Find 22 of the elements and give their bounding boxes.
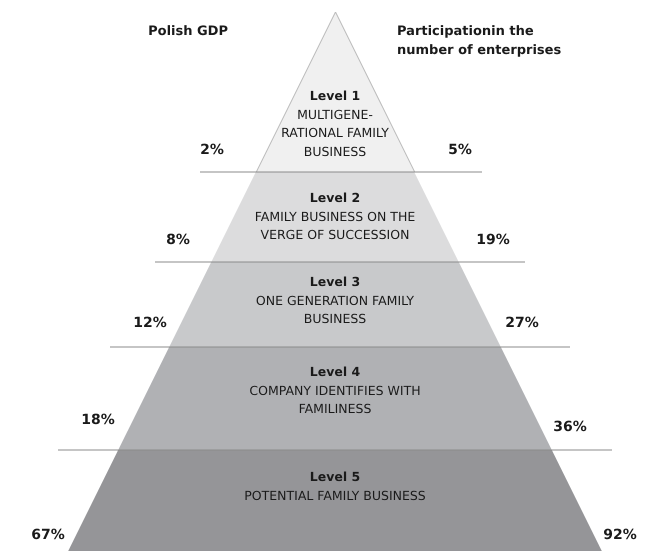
level-heading: Level 3 bbox=[308, 273, 362, 291]
enterprise-share-label: 19% bbox=[476, 232, 510, 248]
gdp-share-label: 18% bbox=[81, 412, 115, 428]
column-header: Polish GDP bbox=[147, 23, 228, 41]
gdp-share-label: 2% bbox=[200, 142, 224, 158]
level-heading: Level 2 bbox=[308, 189, 362, 207]
gdp-share-label: 8% bbox=[166, 232, 190, 248]
enterprise-share-label: 27% bbox=[505, 315, 539, 331]
level-heading: Level 5 bbox=[308, 468, 362, 486]
enterprise-share-label: 36% bbox=[553, 419, 587, 435]
level-description: ONE GENERATION FAMILY BUSINESS bbox=[254, 292, 416, 328]
enterprise-share-label: 92% bbox=[603, 527, 637, 543]
level-description: FAMILY BUSINESS ON THE VERGE OF SUCCESSION bbox=[254, 208, 416, 244]
level-description: COMPANY IDENTIFIES WITH FAMILINESS bbox=[248, 382, 422, 418]
enterprise-share-label: 5% bbox=[448, 142, 472, 158]
gdp-share-label: 67% bbox=[31, 527, 65, 543]
level-heading: Level 1 bbox=[308, 87, 362, 105]
column-header: Participationin the number of enterprises bbox=[397, 23, 562, 60]
level-description: POTENTIAL FAMILY BUSINESS bbox=[243, 486, 427, 504]
level-description: MULTIGENE-RATIONAL FAMILY BUSINESS bbox=[280, 106, 390, 160]
level-heading: Level 4 bbox=[308, 363, 362, 381]
gdp-share-label: 12% bbox=[133, 315, 167, 331]
